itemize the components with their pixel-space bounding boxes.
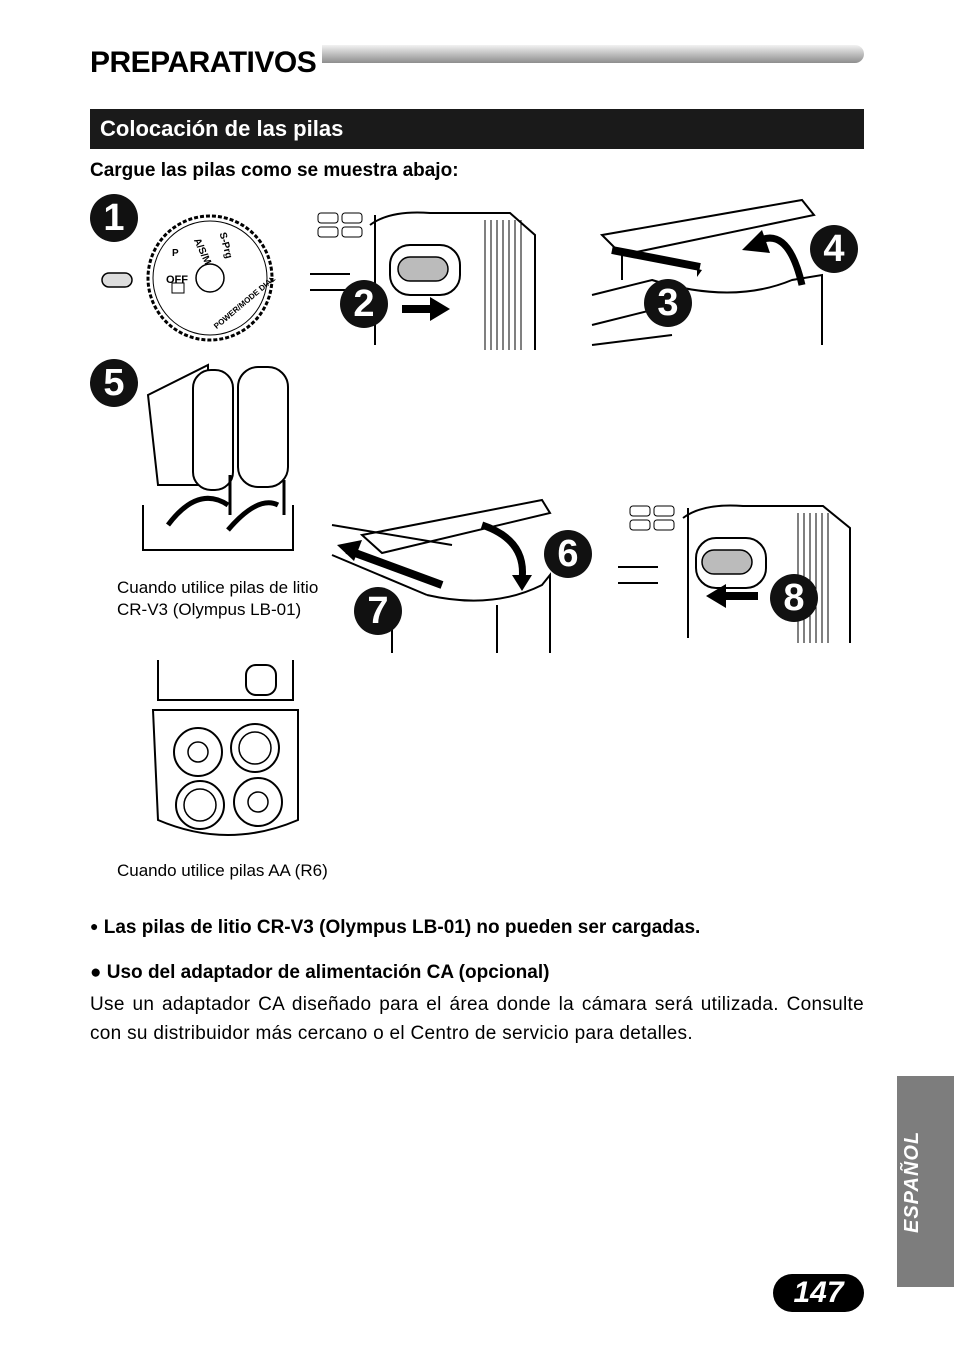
note-bullet-2-body: Use un adaptador CA diseñado para el áre…: [90, 990, 864, 1048]
step-badge-7: 7: [354, 587, 402, 635]
language-tab-label: ESPAÑOL: [901, 1076, 951, 1287]
caption-aa: Cuando utilice pilas AA (R6): [117, 860, 332, 882]
bullet-icon: ●: [90, 962, 101, 983]
step-badge-8: 8: [770, 574, 818, 622]
note-bullet-1-text: Las pilas de litio CR-V3 (Olympus LB-01)…: [104, 917, 701, 938]
mode-dial-drawing: [88, 190, 288, 350]
switch-return-drawing: [618, 498, 858, 646]
dial-label-p: P: [172, 248, 179, 259]
note-bullet-1: ● Las pilas de litio CR-V3 (Olympus LB-0…: [90, 917, 864, 939]
language-tab: ESPAÑOL: [897, 1076, 954, 1287]
illustration-step-8: 8: [618, 498, 858, 646]
illustration-aa: [128, 660, 308, 840]
battery-door-open-drawing: [592, 195, 864, 350]
caption-lithium: Cuando utilice pilas de litio CR-V3 (Oly…: [117, 577, 322, 621]
dial-label-off: OFF: [166, 274, 188, 286]
switch-drawing: [310, 205, 545, 353]
intro-text: Cargue las pilas como se muestra abajo:: [90, 160, 459, 182]
page-title: PREPARATIVOS: [90, 44, 322, 82]
note-bullet-2-title-text: Uso del adaptador de alimentación CA (op…: [107, 962, 550, 983]
lithium-battery-drawing: [88, 355, 308, 570]
step-badge-4: 4: [810, 225, 858, 273]
illustration-step-3-4: 3 4: [592, 195, 864, 350]
step-badge-3: 3: [644, 279, 692, 327]
illustration-step-2: 2: [310, 205, 545, 353]
step-badge-6: 6: [544, 530, 592, 578]
aa-battery-drawing: [128, 660, 308, 840]
step-badge-2: 2: [340, 280, 388, 328]
illustration-step-6-7: 6 7: [332, 495, 602, 655]
illustration-step-5: 5: [88, 355, 308, 570]
illustration-step-1: 1 S-Prg A/S/M P OFF POWER/MODE DIAL: [88, 190, 288, 350]
section-title: Colocación de las pilas: [90, 109, 864, 149]
note-bullet-2-title: ● Uso del adaptador de alimentación CA (…: [90, 962, 864, 984]
bullet-icon: ●: [90, 918, 98, 934]
page-number: 147: [773, 1274, 864, 1312]
